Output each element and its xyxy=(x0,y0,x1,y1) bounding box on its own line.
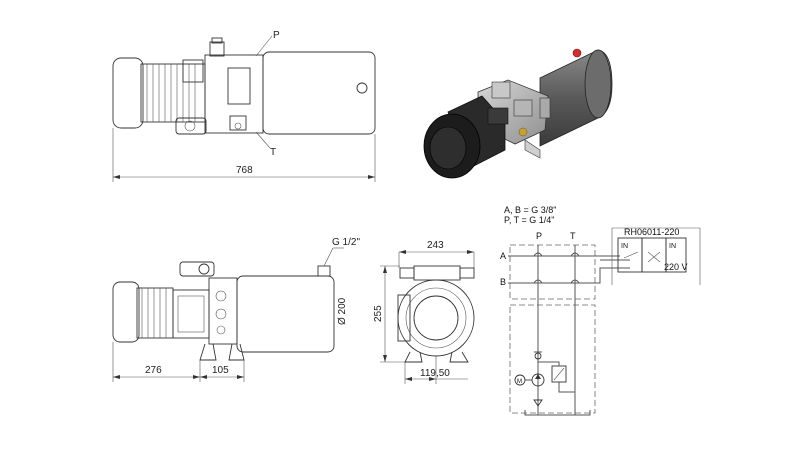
valve-right-coil xyxy=(665,237,687,273)
tank-symbol xyxy=(524,410,591,416)
top-motor-fins xyxy=(146,64,196,122)
render-tank-end xyxy=(584,49,612,119)
dim-119-50: 119,50 xyxy=(420,368,450,379)
render-red-cap xyxy=(572,48,582,58)
coil-in-left: IN xyxy=(621,243,628,250)
side-motor-body xyxy=(136,287,174,339)
note-ab-thread: A, B = G 3/8" xyxy=(504,205,556,215)
side-foot-left xyxy=(199,343,217,361)
top-motor-body xyxy=(140,63,206,123)
dim-105: 105 xyxy=(212,365,229,376)
valve-code: RH06011-220 xyxy=(624,227,679,237)
dim-length-768: 768 xyxy=(236,165,253,176)
label-t-top: T xyxy=(270,147,276,158)
side-motor-cover xyxy=(112,281,140,343)
top-valve-body xyxy=(227,67,251,105)
render-terminal-box xyxy=(487,107,509,125)
side-valve-block xyxy=(208,277,238,345)
pump-unit-outline xyxy=(509,304,596,414)
side-foot-right xyxy=(228,343,245,361)
schematic-port-t: T xyxy=(570,231,576,241)
isometric-render xyxy=(423,48,613,179)
top-valve-block xyxy=(204,54,264,134)
hydraulic-schematic: A, B = G 3/8" P, T = G 1/4" P T A B RH06… xyxy=(500,205,701,416)
end-view: 243 255 119,50 xyxy=(373,240,475,384)
top-motor-cover xyxy=(112,57,144,129)
end-top-block xyxy=(413,265,461,281)
dim-255: 255 xyxy=(373,305,384,322)
valve-center xyxy=(641,237,667,273)
top-solenoid xyxy=(175,117,207,135)
side-tank xyxy=(236,275,335,353)
top-valve-top-fitting xyxy=(209,41,225,57)
render-bracket xyxy=(524,139,541,159)
coil-in-right: IN xyxy=(669,243,676,250)
top-view: P T 768 xyxy=(112,30,376,182)
svg-text:M: M xyxy=(517,379,522,385)
dim-276: 276 xyxy=(145,365,162,376)
voltage-label: 220 V xyxy=(664,262,688,272)
side-filler-port xyxy=(317,265,331,277)
schematic-port-b: B xyxy=(500,277,506,287)
suction-filter xyxy=(533,399,543,407)
schematic-port-p: P xyxy=(536,231,542,241)
check-valve xyxy=(534,352,542,360)
side-bell-housing xyxy=(172,289,210,339)
side-view: G 1/2" Ø 200 276 105 xyxy=(112,237,360,382)
top-filler-cap xyxy=(356,82,368,94)
line-b xyxy=(508,267,630,284)
dim-diameter-200: Ø 200 xyxy=(337,297,348,325)
label-p-top: P xyxy=(273,30,280,41)
note-pt-thread: P, T = G 1/4" xyxy=(504,215,554,225)
schematic-port-a: A xyxy=(500,251,506,261)
side-solenoid xyxy=(179,261,215,277)
top-terminal-box xyxy=(182,59,204,83)
dim-243: 243 xyxy=(427,240,444,251)
top-tank xyxy=(262,51,376,135)
label-g12: G 1/2" xyxy=(332,237,360,248)
manifold-outline xyxy=(509,244,596,300)
end-tank-circle xyxy=(397,279,475,357)
